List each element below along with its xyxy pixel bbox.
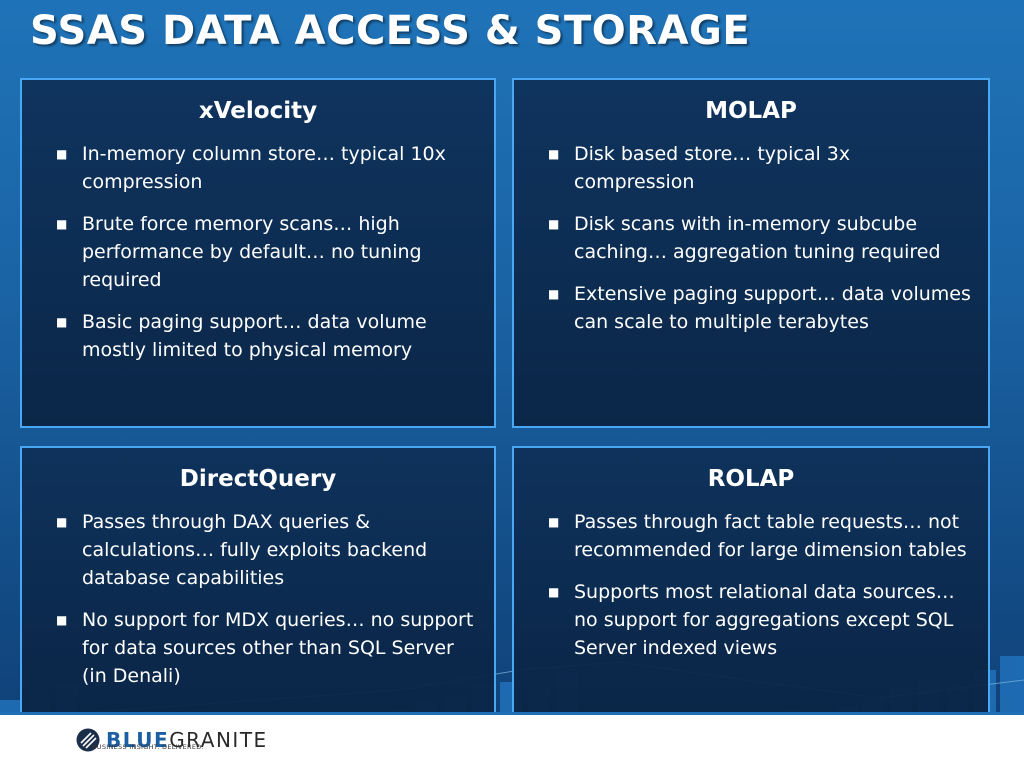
list-item: ■No support for MDX queries… no support … [56, 606, 480, 690]
bullet-list: ■Passes through DAX queries & calculatio… [22, 508, 494, 690]
list-item: ■Disk based store… typical 3x compressio… [548, 140, 974, 196]
panel-directquery: DirectQuery ■Passes through DAX queries … [20, 446, 496, 716]
list-item: ■Extensive paging support… data volumes … [548, 280, 974, 336]
list-item: ■Supports most relational data sources… … [548, 578, 974, 662]
panel-heading: MOLAP [705, 98, 797, 124]
square-bullet-icon: ■ [548, 147, 560, 161]
square-bullet-icon: ■ [56, 613, 68, 627]
square-bullet-icon: ■ [548, 287, 560, 301]
logo-mark-icon [76, 728, 100, 752]
panel-xvelocity: xVelocity ■In-memory column store… typic… [20, 78, 496, 428]
list-item: ■In-memory column store… typical 10x com… [56, 140, 480, 196]
list-item: ■Basic paging support… data volume mostl… [56, 308, 480, 364]
list-item: ■Brute force memory scans… high performa… [56, 210, 480, 294]
panel-molap: MOLAP ■Disk based store… typical 3x comp… [512, 78, 990, 428]
bullet-list: ■Disk based store… typical 3x compressio… [514, 140, 988, 336]
slide-footer: BLUEGRANITE BUSINESS INSIGHT. DELIVERED. [0, 712, 1024, 768]
square-bullet-icon: ■ [548, 585, 560, 599]
footer-divider [0, 712, 1024, 715]
panel-heading: xVelocity [198, 98, 318, 124]
list-item: ■Passes through DAX queries & calculatio… [56, 508, 480, 592]
square-bullet-icon: ■ [56, 315, 68, 329]
bullet-list: ■Passes through fact table requests… not… [514, 508, 988, 662]
square-bullet-icon: ■ [56, 217, 68, 231]
slide-title: SSAS DATA ACCESS & STORAGE [30, 8, 751, 54]
logo-tagline: BUSINESS INSIGHT. DELIVERED. [92, 743, 204, 751]
panel-rolap: ROLAP ■Passes through fact table request… [512, 446, 990, 716]
square-bullet-icon: ■ [548, 515, 560, 529]
list-item: ■Disk scans with in-memory subcube cachi… [548, 210, 974, 266]
square-bullet-icon: ■ [56, 147, 68, 161]
logo-wordmark: BLUEGRANITE [106, 728, 268, 752]
list-item: ■Passes through fact table requests… not… [548, 508, 974, 564]
panel-heading: ROLAP [707, 466, 795, 492]
square-bullet-icon: ■ [548, 217, 560, 231]
panel-heading: DirectQuery [179, 466, 337, 492]
square-bullet-icon: ■ [56, 515, 68, 529]
bullet-list: ■In-memory column store… typical 10x com… [22, 140, 494, 364]
